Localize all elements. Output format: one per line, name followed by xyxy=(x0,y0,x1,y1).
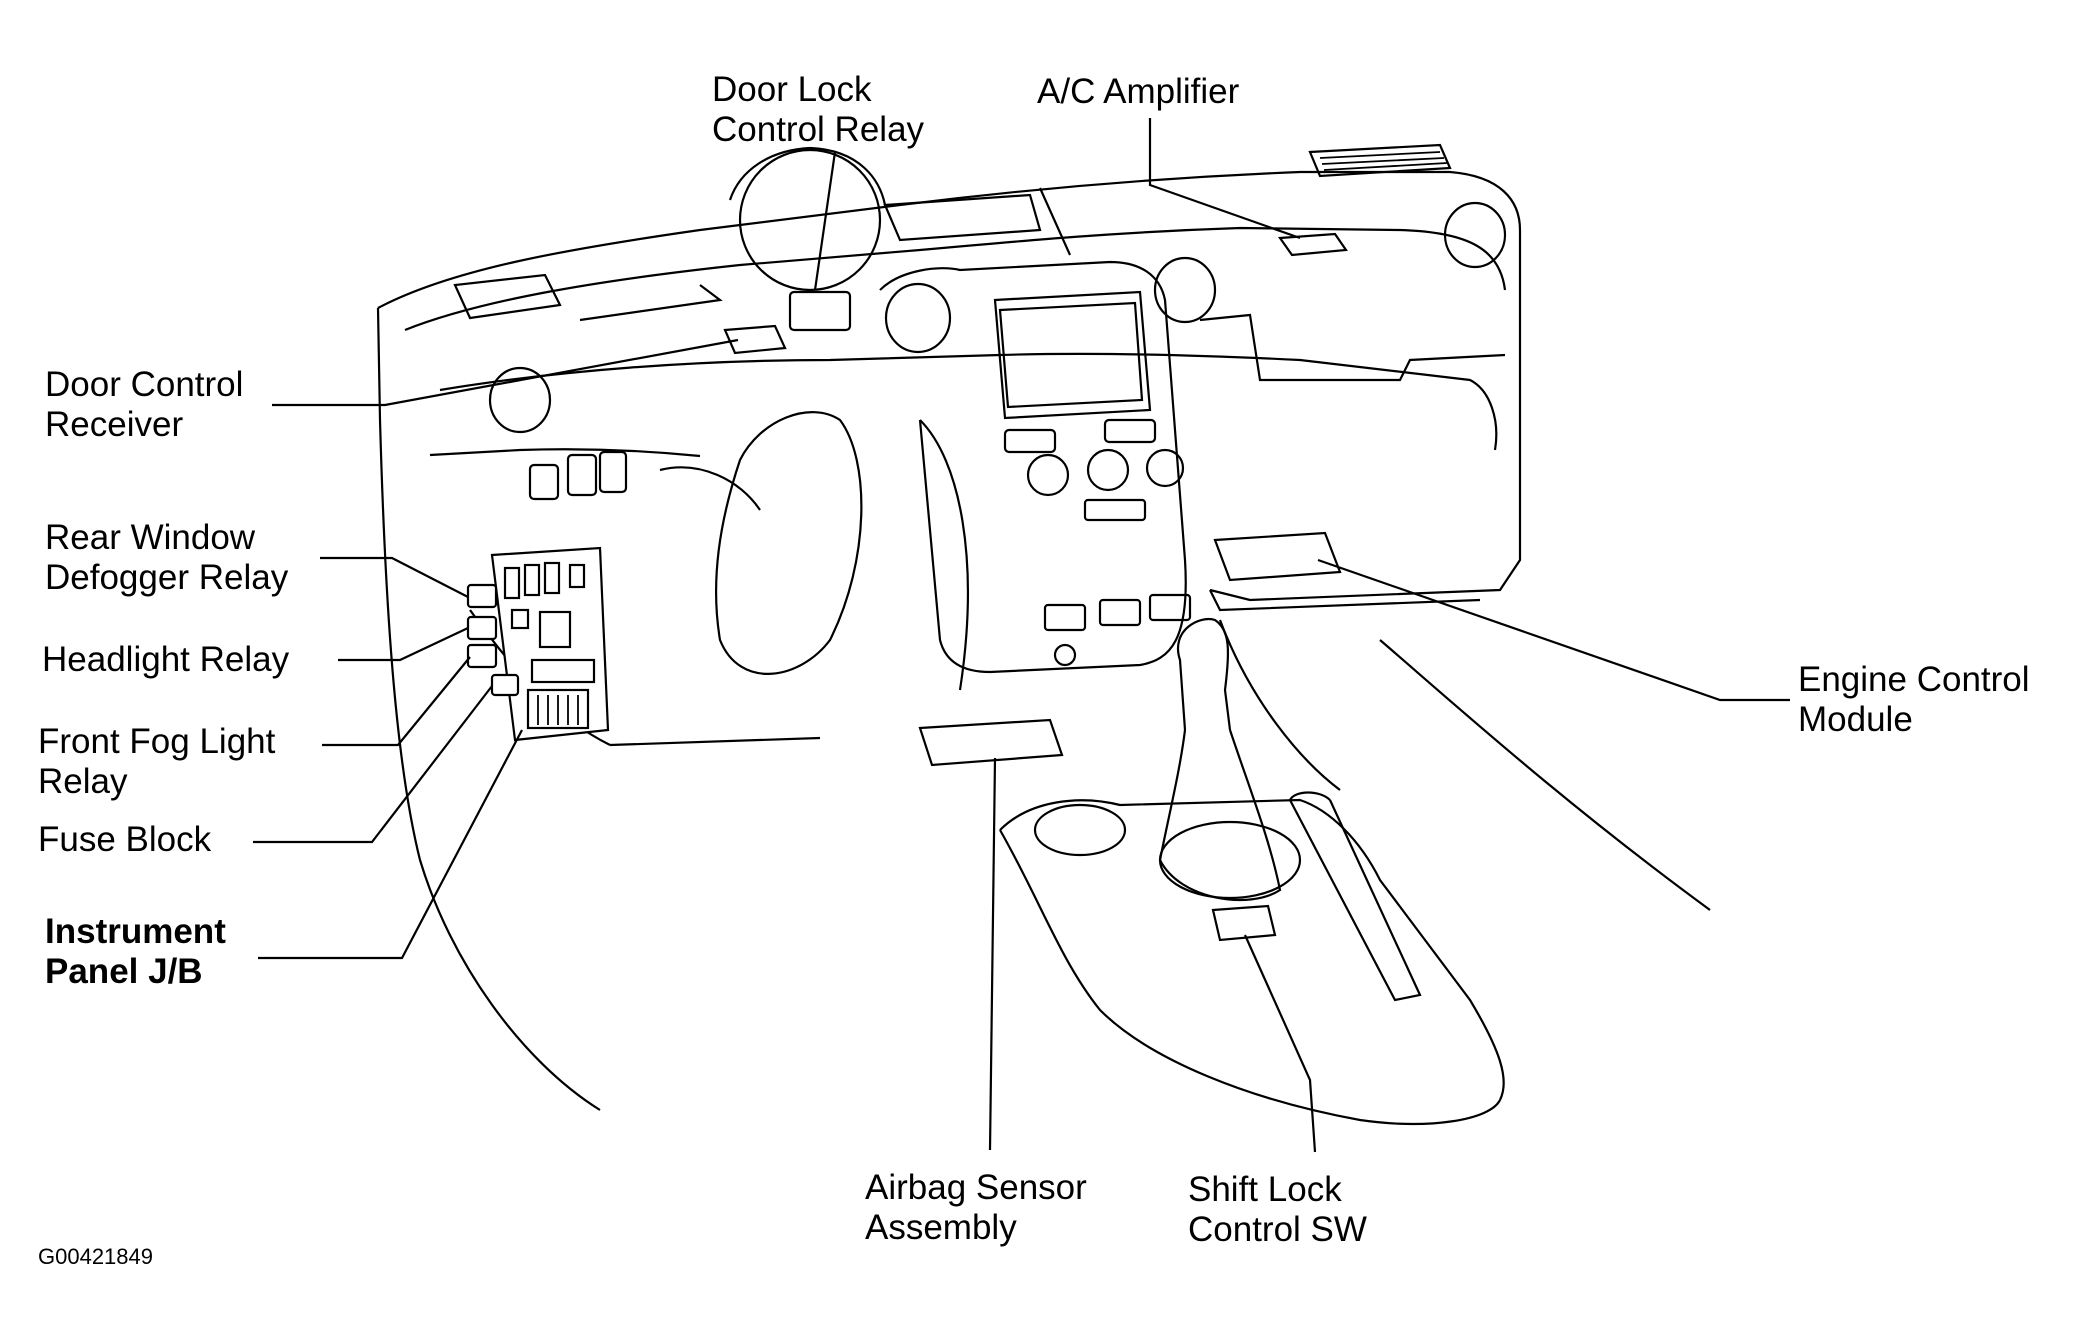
instrument-panel-jb-part xyxy=(490,546,610,742)
leader-engine-control-module xyxy=(1317,558,1790,702)
fuse-block-part xyxy=(490,673,520,697)
ac-amplifier-part xyxy=(1277,232,1348,257)
leader-airbag-sensor-assembly xyxy=(988,757,997,1151)
leader-door-lock-control-relay xyxy=(813,151,837,291)
headlight-relay-part xyxy=(466,615,498,641)
shift-lock-control-sw-part xyxy=(1211,904,1277,942)
door-lock-control-relay-part xyxy=(788,290,852,332)
leader-ac-amplifier xyxy=(1148,118,1301,240)
leader-shift-lock-control-sw xyxy=(1243,934,1317,1153)
label-ac-amplifier: A/C Amplifier xyxy=(1037,72,1240,111)
leader-fuse-block xyxy=(253,685,493,844)
airbag-sensor-assembly-part xyxy=(918,718,1064,767)
components xyxy=(466,232,1348,942)
leader-lines xyxy=(253,118,1790,1153)
label-fuse-block: Fuse Block xyxy=(38,820,212,859)
leader-door-control-receiver xyxy=(272,338,739,407)
leader-front-fog-light-relay xyxy=(322,656,471,747)
leader-headlight-relay xyxy=(338,627,469,662)
figure-id: G00421849 xyxy=(38,1244,153,1269)
label-headlight-relay: Headlight Relay xyxy=(42,640,290,679)
front-fog-light-relay-part xyxy=(466,643,498,669)
leader-instrument-panel-jb xyxy=(258,729,523,960)
rear-window-defogger-relay-part xyxy=(466,583,498,609)
door-control-receiver-part xyxy=(723,324,787,355)
leader-rear-window-defogger-relay xyxy=(320,556,469,598)
engine-control-module-part xyxy=(1213,531,1342,582)
